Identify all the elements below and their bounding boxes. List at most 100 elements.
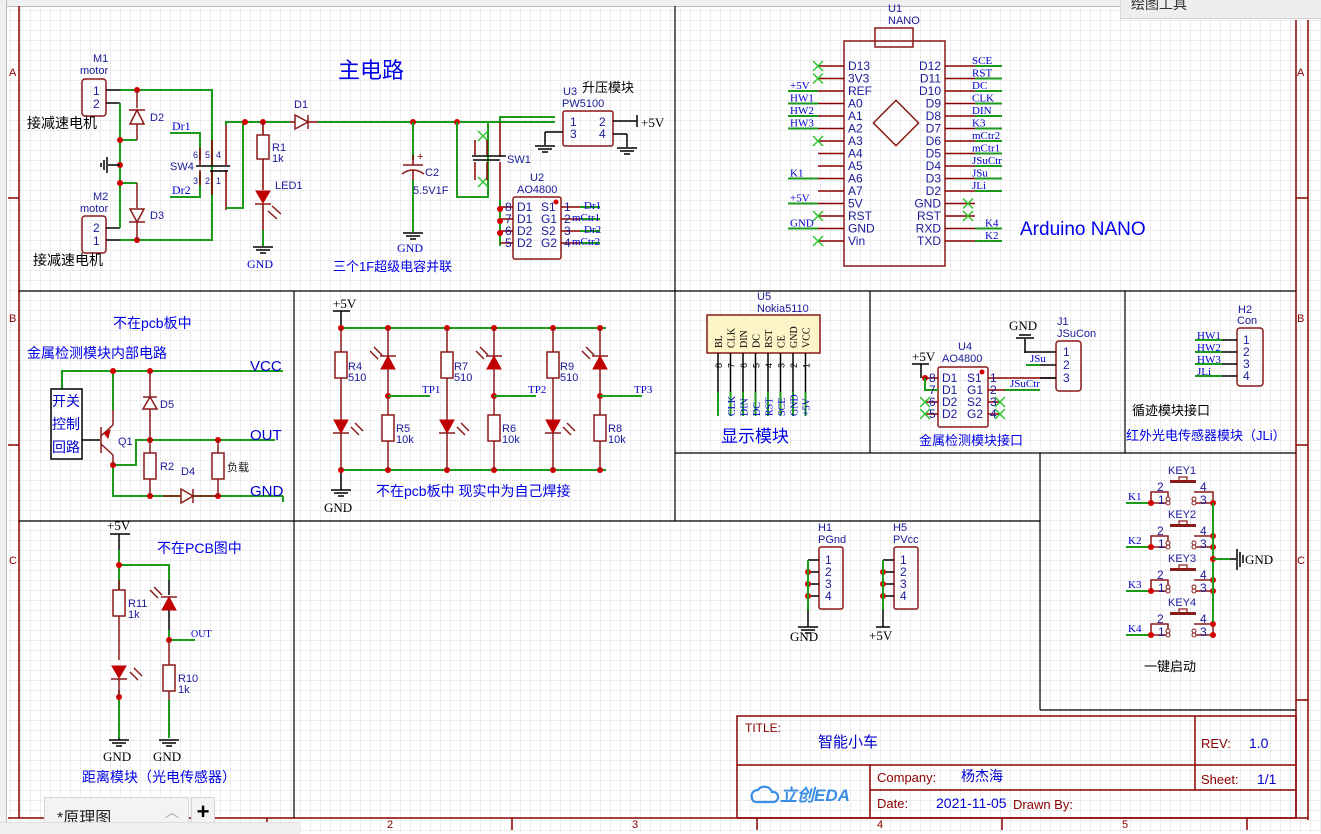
resistor-r2[interactable] <box>143 440 157 496</box>
connector-j1[interactable] <box>1016 334 1082 392</box>
motor-m2[interactable] <box>81 215 120 254</box>
connector-h1[interactable] <box>818 546 844 610</box>
c2-ref: C2 <box>425 167 439 179</box>
display-value: Nokia5110 <box>757 303 809 315</box>
nano-pin-name: D5 <box>926 147 942 161</box>
col-label-2: 2 <box>387 819 393 831</box>
status-bar <box>0 822 300 834</box>
ir-note: 不在pcb板中 现实中为自己焊接 <box>376 483 570 499</box>
mosfet-u4[interactable] <box>912 363 1055 428</box>
photodiode[interactable] <box>149 586 177 611</box>
sw4-pin-3: 3 <box>193 176 198 186</box>
display-nokia5110[interactable] <box>706 314 821 354</box>
resistor-r1[interactable] <box>256 122 270 190</box>
u2-ref: U2 <box>530 172 544 184</box>
load-resistor[interactable] <box>211 440 225 496</box>
row-label-b-left: B <box>9 313 16 325</box>
c2-value: 5.5V1F <box>413 185 449 197</box>
display-pin-number: 3 <box>777 363 787 368</box>
test-point-label: TP3 <box>634 384 653 396</box>
ir-led[interactable] <box>111 665 143 697</box>
m1-note: 接减速电机 <box>27 115 97 131</box>
transistor-q1[interactable] <box>82 410 114 465</box>
u4-supply: +5V <box>912 349 936 364</box>
key-terminal <box>1165 500 1171 506</box>
u4-pin-name: D1 <box>942 371 958 385</box>
nano-net-label: DC <box>972 80 987 92</box>
r2-ref: R2 <box>160 461 174 473</box>
u2-pin-name: G1 <box>541 212 557 226</box>
nano-net-label: JLi <box>972 180 986 192</box>
motor-m1[interactable] <box>81 78 120 117</box>
nano-net-label: mCtr1 <box>972 143 1000 155</box>
u3-out-label: +5V <box>641 115 665 130</box>
key-terminal <box>1191 540 1197 546</box>
u4-pin-number: 5 <box>929 407 936 421</box>
resistor-r8 <box>593 414 607 442</box>
resistor-r10[interactable] <box>162 640 176 700</box>
section-dividers <box>19 6 1296 818</box>
resistor-r11[interactable] <box>112 580 126 660</box>
key-plunger-cap <box>1178 520 1188 526</box>
u2-pin-number: 5 <box>505 236 512 250</box>
nano-caption: Arduino NANO <box>1020 219 1146 240</box>
connector-h5[interactable] <box>893 546 919 610</box>
mosfet-u2[interactable] <box>497 196 600 260</box>
no-connect-icon <box>962 210 974 222</box>
diode-d2[interactable] <box>128 90 146 140</box>
ir-r-bot-ref: R8 <box>608 423 622 435</box>
key-terminal <box>1191 632 1197 638</box>
key-contact-left <box>1150 623 1169 635</box>
capacitor-c2[interactable] <box>401 122 425 240</box>
drawing-tools-panel[interactable]: 绘图工具 <box>1120 0 1321 19</box>
u2-pin-number: 4 <box>564 236 571 250</box>
diode-d1[interactable] <box>290 113 318 131</box>
u2-pin-name: G2 <box>541 236 557 250</box>
nano-net-label: K4 <box>985 218 999 230</box>
sw4-pin-4: 4 <box>216 150 221 160</box>
u3-value: PW5100 <box>562 98 604 110</box>
display-net-label: DIN <box>740 398 751 416</box>
u3-pin-3: 3 <box>570 127 577 141</box>
chevron-up-icon[interactable]: ︿ <box>165 804 179 820</box>
connector-h2[interactable] <box>1236 327 1264 387</box>
diode-d4[interactable] <box>163 487 218 505</box>
metal-internal-heading: 不在pcb板中 <box>113 315 192 331</box>
diode-d5[interactable] <box>141 371 159 440</box>
switch-sw4[interactable] <box>170 121 244 210</box>
resistor-r9 <box>546 351 560 379</box>
j1-net-jsu: JSu <box>1030 353 1046 365</box>
ir-r-bot-value: 10k <box>502 434 520 446</box>
key-terminal <box>1191 584 1197 590</box>
test-point-label: TP1 <box>422 384 440 396</box>
boost-module-u3[interactable] <box>535 110 638 155</box>
key-terminal <box>1191 588 1197 594</box>
drawn-by-label: Drawn By: <box>1013 797 1073 812</box>
ir-led-icon <box>545 419 561 435</box>
ir-r-top-value: 510 <box>348 372 366 384</box>
key-pin-label: 1 <box>1158 625 1165 639</box>
key-terminal <box>1191 496 1197 502</box>
nano-pin-name: A5 <box>848 159 863 173</box>
row-label-c-right: C <box>1297 555 1305 567</box>
led-led1[interactable] <box>253 190 282 254</box>
display-net-label: RST <box>765 398 776 416</box>
key-pin-label: 2 <box>1157 612 1164 626</box>
title-label: TITLE: <box>745 721 781 735</box>
c2-plus: + <box>417 151 423 163</box>
diode-d3[interactable] <box>128 183 146 240</box>
key-terminal <box>1165 632 1171 638</box>
u2-net-label: Dr2 <box>584 224 601 236</box>
no-connect-icon <box>812 72 824 85</box>
row-label-a-right: A <box>1297 67 1305 79</box>
display-net-label: +5V <box>802 397 813 416</box>
u4-pin-number: 1 <box>990 371 997 385</box>
nano-pin-name: D6 <box>926 134 942 148</box>
nano-net-label: GND <box>790 218 814 230</box>
